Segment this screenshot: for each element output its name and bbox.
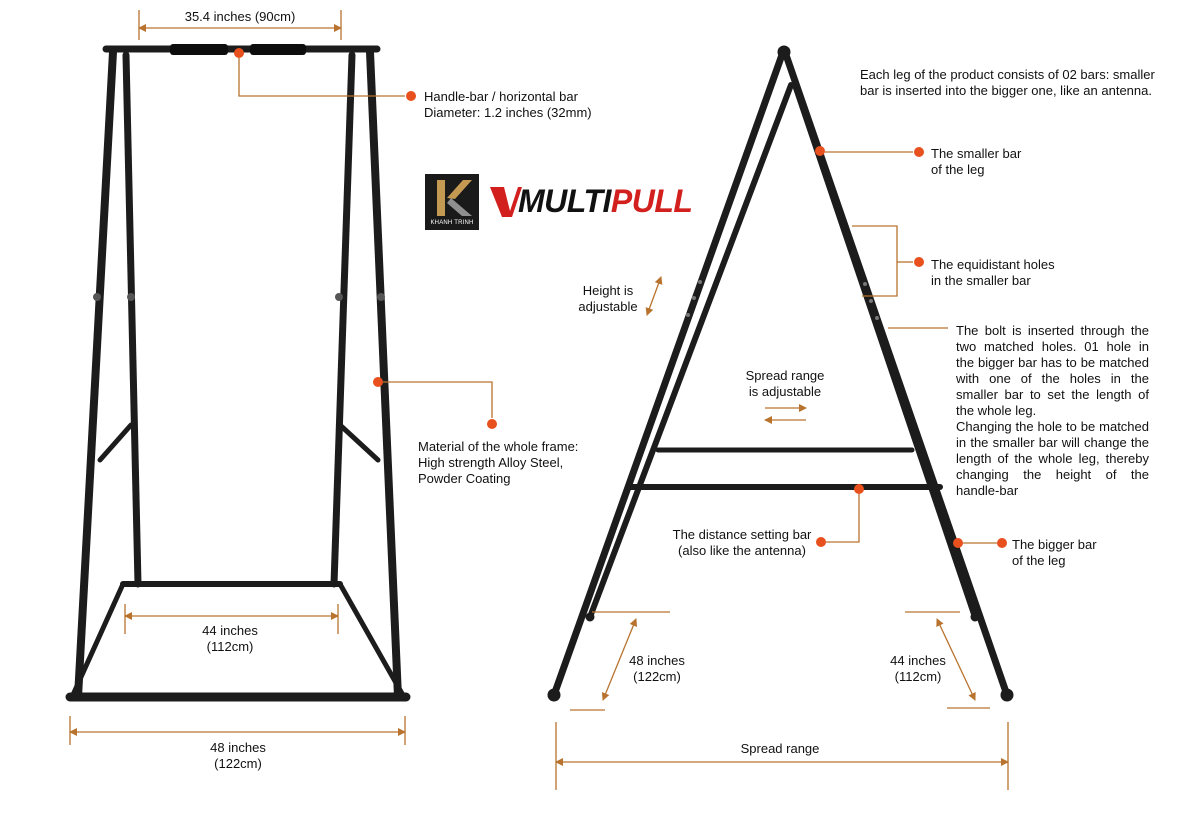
handle-bar-marker bbox=[234, 48, 244, 58]
height-adjustable-label: Height is adjustable bbox=[578, 283, 638, 314]
smaller-bar-label: The smaller bar of the leg bbox=[931, 146, 1022, 177]
distance-bar-label: The distance setting bar (also like the … bbox=[672, 527, 812, 558]
front-frame bbox=[65, 44, 411, 702]
k-logo-icon bbox=[437, 180, 472, 216]
right-leg-length-label: 44 inches (112cm) bbox=[890, 653, 946, 684]
multipull-logo: MULTIPULL bbox=[488, 181, 693, 221]
outer-base-width-label: 48 inches (122cm) bbox=[210, 740, 266, 771]
material-label: Material of the whole frame: High streng… bbox=[418, 439, 579, 486]
side-leaders bbox=[825, 151, 997, 544]
front-leaders bbox=[238, 58, 493, 418]
bigger-bar-dot bbox=[997, 538, 1007, 548]
frame-material-marker bbox=[373, 377, 383, 387]
distance-bar-dot bbox=[816, 537, 826, 547]
bar-holes bbox=[686, 280, 879, 320]
bigger-bar-label: The bigger bar of the leg bbox=[1012, 537, 1097, 568]
side-frame bbox=[547, 45, 1014, 702]
leg-description-label: Each leg of the product consists of 02 b… bbox=[860, 67, 1155, 98]
handle-bar-label: Handle-bar / horizontal bar Diameter: 1.… bbox=[424, 89, 592, 120]
front-dimensions bbox=[69, 10, 406, 745]
handle-bar-dot bbox=[406, 91, 416, 101]
holes-label: The equidistant holes in the smaller bar bbox=[931, 257, 1055, 288]
material-dot bbox=[487, 419, 497, 429]
top-width-label: 35.4 inches (90cm) bbox=[184, 9, 296, 24]
bolt-description-label: The bolt is inserted through the two mat… bbox=[956, 323, 1149, 498]
side-markers bbox=[815, 146, 963, 548]
multipull-wordmark-pull: PULL bbox=[610, 183, 693, 219]
side-dimensions bbox=[555, 276, 1009, 790]
left-leg-length-label: 48 inches (122cm) bbox=[629, 653, 685, 684]
spread-adjustable-label: Spread range is adjustable bbox=[745, 368, 825, 399]
inner-base-width-label: 44 inches (112cm) bbox=[202, 623, 258, 654]
holes-dot bbox=[914, 257, 924, 267]
spread-range-label: Spread range bbox=[740, 741, 820, 756]
multipull-mark-icon bbox=[490, 187, 522, 217]
smaller-bar-dot bbox=[914, 147, 924, 157]
multipull-wordmark-multi: MULTI bbox=[518, 183, 611, 219]
multipull-wordmark: MULTIPULL bbox=[518, 181, 693, 221]
khanh-trinh-logo: KHANH TRINH bbox=[425, 174, 479, 230]
k-logo-text: KHANH TRINH bbox=[430, 220, 474, 226]
